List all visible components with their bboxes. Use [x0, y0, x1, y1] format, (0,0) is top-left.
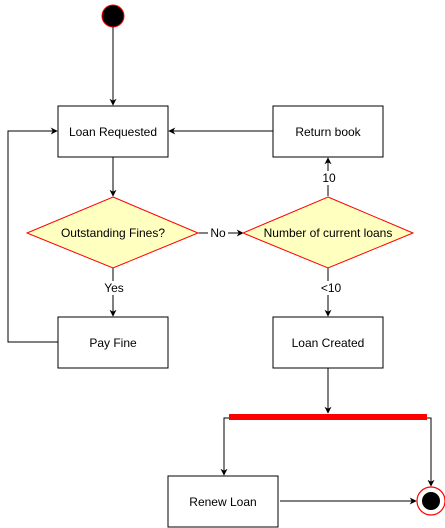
edge-label-yes: Yes: [104, 281, 124, 295]
node-renew-loan[interactable]: Renew Loan: [167, 475, 279, 528]
node-number-of-current-loans-label: Number of current loans: [264, 226, 393, 240]
node-outstanding-fines-label: Outstanding Fines?: [61, 226, 165, 240]
node-loan-created[interactable]: Loan Created: [272, 316, 384, 369]
end-node: [416, 486, 445, 516]
node-loan-requested-label: Loan Requested: [69, 125, 157, 139]
node-pay-fine-label: Pay Fine: [89, 336, 137, 350]
start-node: [101, 4, 125, 28]
node-return-book[interactable]: Return book: [272, 105, 384, 158]
edge-label-no: No: [210, 226, 226, 240]
node-renew-loan-label: Renew Loan: [189, 495, 256, 509]
node-loan-requested[interactable]: Loan Requested: [57, 105, 169, 158]
edge-label-ten: 10: [322, 171, 336, 185]
node-return-book-label: Return book: [295, 125, 361, 139]
node-loan-created-label: Loan Created: [292, 336, 365, 350]
edge-fork-to-renew-loan: [220, 417, 230, 476]
node-pay-fine[interactable]: Pay Fine: [57, 316, 169, 369]
node-outstanding-fines[interactable]: Outstanding Fines?: [25, 196, 200, 269]
edge-label-lt-ten: <10: [321, 281, 342, 295]
node-number-of-current-loans[interactable]: Number of current loans: [241, 196, 415, 269]
fork-bar: [229, 414, 427, 420]
edge-pay-fine-to-loan-requested: [7, 127, 58, 343]
edge-fork-to-end: [426, 417, 435, 487]
